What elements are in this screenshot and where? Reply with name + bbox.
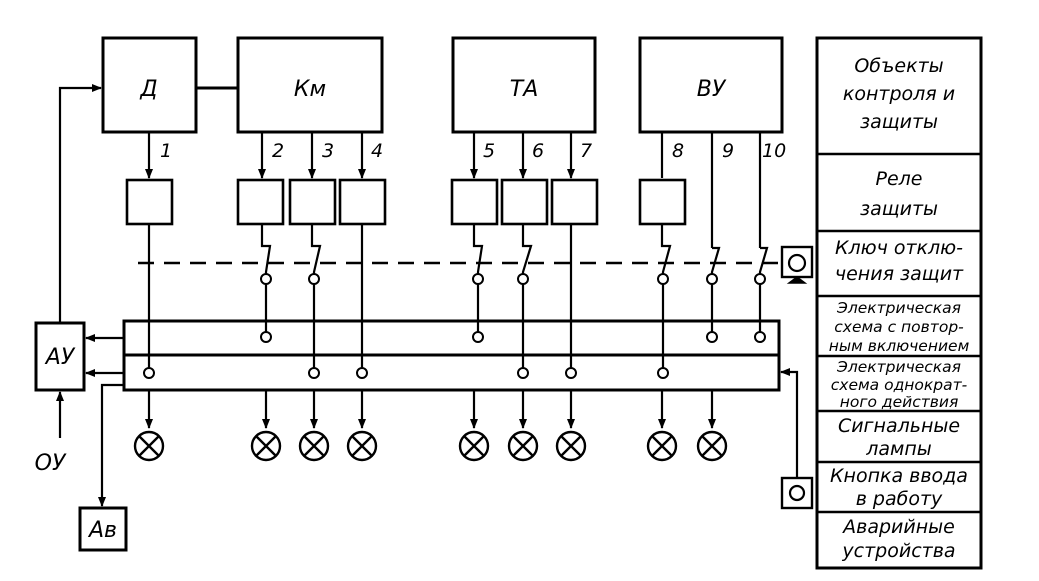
signal-lamps: [133, 430, 728, 462]
circuit-number: 6: [532, 140, 544, 162]
object-to-relay-lines: [145, 132, 762, 248]
lamp-icon: [458, 430, 490, 462]
button-to-bus: [780, 368, 799, 478]
legend-emergency-line: Аварийные: [841, 516, 955, 538]
legend-single-line: Электрическая: [836, 358, 961, 376]
key-symbol-circle: [787, 253, 807, 273]
lamp-icon: [298, 430, 330, 462]
legend-objects-line: контроля и: [843, 83, 955, 105]
legend-emergency-line: устройства: [841, 540, 955, 562]
legend-repeat-line: ным включением: [829, 337, 970, 355]
relay-6: [500, 178, 549, 226]
legend-objects-line: защиты: [860, 111, 938, 133]
circuit-number: 7: [580, 140, 592, 162]
block-ta-label: ТА: [510, 77, 539, 102]
relay-3: [288, 178, 337, 226]
legend-button-line: в работу: [856, 488, 943, 510]
relay-5: [450, 178, 499, 226]
circuit-numbers: 1 2 3 4 5 6 7 8 9 10: [160, 140, 786, 162]
legend-single-line: ного действия: [840, 393, 959, 411]
block-av-label: Ав: [87, 518, 117, 543]
ou-label: ОУ: [35, 451, 67, 476]
key-symbol-foot: [786, 276, 808, 284]
circuit-number: 3: [322, 140, 334, 162]
switch-contacts: [260, 273, 766, 285]
relay-4: [338, 178, 387, 226]
relay-8: [638, 178, 687, 226]
start-button-box: [780, 476, 814, 510]
key-symbol-box: [780, 245, 814, 279]
relay-7: [550, 178, 599, 226]
legend-relays-line: защиты: [860, 198, 938, 220]
lamp-icon: [555, 430, 587, 462]
block-au-label: АУ: [44, 345, 76, 370]
block-km-label: Км: [294, 77, 326, 102]
legend-frame: [815, 36, 983, 570]
relay-1: [125, 178, 174, 226]
start-button-icon: [788, 484, 806, 502]
legend-repeat-line: схема с повтор-: [834, 318, 964, 336]
lamp-icon: [646, 430, 678, 462]
diagram-lines: [34, 36, 983, 570]
circuit-number: 8: [672, 140, 684, 162]
bus-contacts: [143, 331, 766, 379]
legend-button-line: Кнопка ввода: [830, 465, 968, 487]
legend-relays-line: Реле: [876, 168, 923, 190]
circuit-number: 4: [371, 140, 383, 162]
block-vu-label: ВУ: [697, 77, 727, 102]
relay-output-lines: [147, 224, 769, 368]
relay-boxes: [125, 178, 687, 226]
circuit-number: 2: [272, 140, 284, 162]
lamp-icon: [133, 430, 165, 462]
block-av: [78, 506, 128, 552]
legend-repeat-line: Электрическая: [836, 299, 961, 317]
legend-objects-line: Объекты: [854, 55, 943, 77]
au-to-d-feedback: [58, 84, 102, 323]
legend-single-line: схема однократ-: [831, 376, 968, 394]
relay-2: [236, 178, 285, 226]
legend-lamps-line: Сигнальные: [838, 415, 960, 437]
circuit-number: 1: [160, 140, 172, 162]
block-km: [236, 36, 384, 134]
circuit-number: 9: [722, 140, 734, 162]
lamp-icon: [250, 430, 282, 462]
block-d-label: Д: [139, 77, 157, 102]
legend: Объекты контроля и защиты Реле защиты Кл…: [829, 55, 970, 562]
bus-to-av: [98, 383, 124, 507]
legend-key-line: чения защит: [835, 263, 964, 285]
legend-dividers: [817, 152, 981, 514]
bus-to-lamp-lines: [145, 390, 716, 429]
lamp-icon: [346, 430, 378, 462]
circuit-number: 10: [762, 140, 786, 162]
lamp-icon: [696, 430, 728, 462]
lamp-icon: [507, 430, 539, 462]
legend-key-line: Ключ отклю-: [835, 237, 963, 259]
legend-lamps-line: лампы: [865, 438, 932, 460]
circuit-number: 5: [483, 140, 495, 162]
